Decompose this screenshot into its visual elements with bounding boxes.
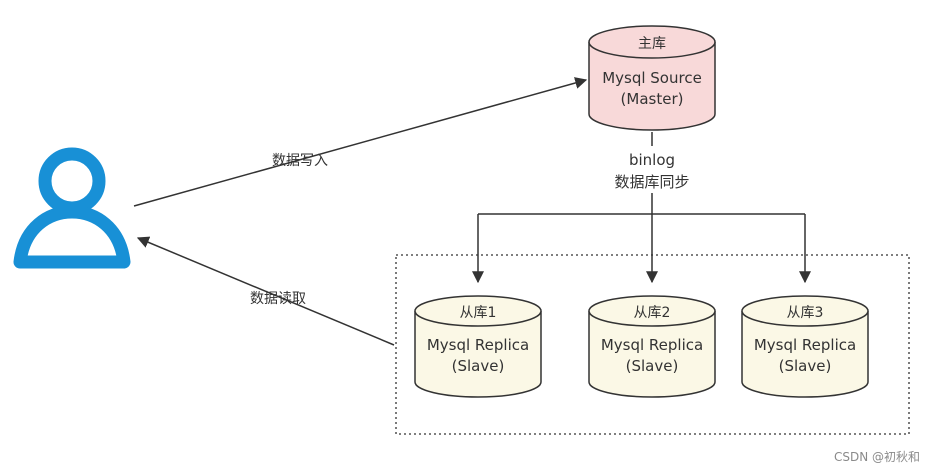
read-edge: 数据读取 — [136, 236, 395, 346]
replica-3-line2: (Slave) — [779, 357, 832, 375]
write-edge: 数据写入 — [133, 77, 588, 207]
replica-1-line2: (Slave) — [452, 357, 505, 375]
replica-1-title: 从库1 — [460, 305, 497, 321]
watermark: CSDN @初秋和 — [833, 450, 920, 464]
replica-3-line1: Mysql Replica — [754, 336, 856, 354]
user-icon — [13, 147, 131, 269]
replica-1-line1: Mysql Replica — [427, 336, 529, 354]
write-edge-label: 数据写入 — [272, 153, 328, 169]
replica-2-line1: Mysql Replica — [601, 336, 703, 354]
replica-db-3: 从库3 Mysql Replica (Slave) — [741, 295, 869, 398]
master-db-line1: Mysql Source — [602, 69, 702, 87]
replica-db-2: 从库2 Mysql Replica (Slave) — [588, 295, 716, 398]
replica-2-title: 从库2 — [634, 305, 671, 321]
replica-3-title: 从库3 — [787, 305, 824, 321]
sync-label-db: 数据库同步 — [614, 173, 689, 191]
master-db-title: 主库 — [638, 36, 666, 52]
master-db: 主库 Mysql Source (Master) — [588, 25, 716, 131]
master-db-line2: (Master) — [621, 90, 684, 108]
sync-label-binlog: binlog — [629, 151, 675, 169]
read-edge-label: 数据读取 — [250, 290, 306, 307]
replica-2-line2: (Slave) — [626, 357, 679, 375]
replica-db-1: 从库1 Mysql Replica (Slave) — [414, 295, 542, 398]
sync-connector: binlog 数据库同步 — [472, 132, 811, 284]
replica-group — [395, 254, 910, 435]
